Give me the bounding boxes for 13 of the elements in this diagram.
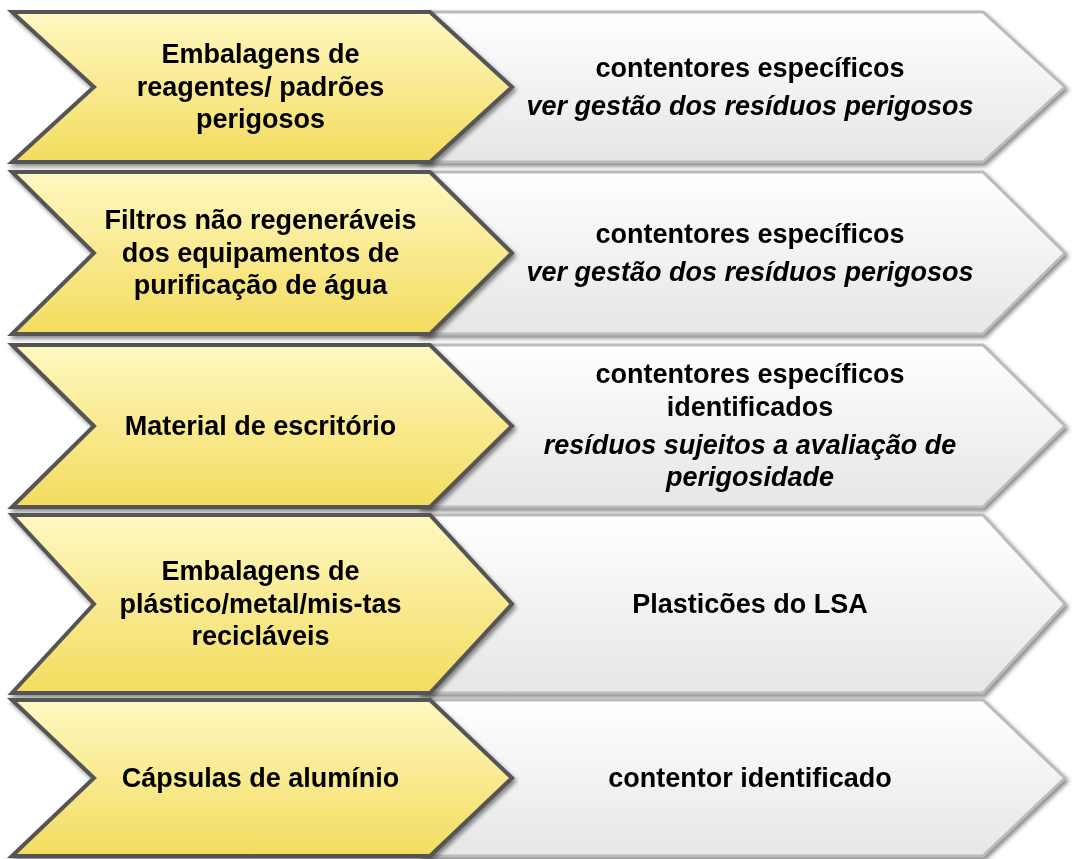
- note-text: ver gestão dos resíduos perigosos: [526, 256, 974, 289]
- label-text: contentores específicos: [595, 51, 905, 84]
- label-text: Embalagens de reagentes/ padrões perigosos: [135, 38, 386, 136]
- label-text: contentor identificado: [608, 761, 892, 795]
- label-text: contentores específicos identificados: [594, 358, 906, 423]
- label-text: contentores específicos: [595, 217, 905, 250]
- note-text: resíduos sujeitos a avaliação de perigosidade: [542, 429, 958, 494]
- note-text: ver gestão dos resíduos perigosos: [526, 90, 974, 123]
- label-text: Filtros não regeneráveis dos equipamentos de purificação de água: [104, 204, 417, 302]
- label-text: Cápsulas de alumínio: [121, 761, 400, 795]
- label-text: Material de escritório: [124, 409, 397, 443]
- label-text: Plasticões do LSA: [632, 587, 868, 621]
- label-text: Embalagens de plástico/metal/mis-tas recicláveis: [118, 555, 403, 653]
